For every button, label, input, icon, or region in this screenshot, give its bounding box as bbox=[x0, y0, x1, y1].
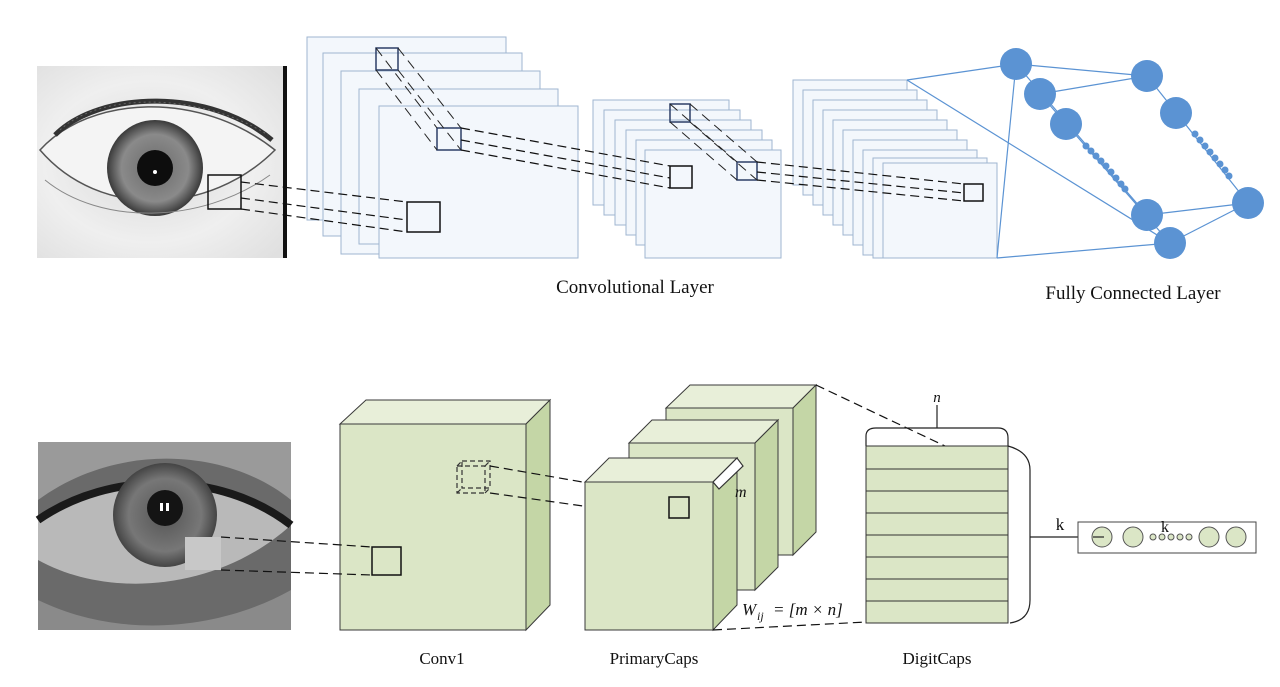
feature-box-3 bbox=[963, 183, 984, 202]
primarycaps-cube-front bbox=[583, 456, 739, 632]
kernel-box-3 bbox=[669, 103, 691, 123]
svg-text:= [m × n]: = [m × n] bbox=[773, 600, 843, 619]
digitcaps-caption: DigitCaps bbox=[903, 649, 972, 668]
eye-patch-bottom bbox=[185, 537, 221, 570]
fc-layer-caption: Fully Connected Layer bbox=[1045, 283, 1221, 304]
conv1-cube bbox=[338, 398, 552, 632]
eye-image-top bbox=[37, 66, 287, 258]
fc-node bbox=[1160, 97, 1192, 129]
m-label: m bbox=[735, 484, 747, 501]
k-label-left: k bbox=[1056, 515, 1065, 534]
kernel-projection-1 bbox=[375, 47, 462, 151]
fc-node bbox=[1050, 108, 1082, 140]
fc-node bbox=[1000, 48, 1032, 80]
primarycaps-caption: PrimaryCaps bbox=[610, 649, 699, 668]
conv-layer-caption: Convolutional Layer bbox=[556, 277, 714, 298]
fc-nodes bbox=[1000, 48, 1264, 259]
conv-stack-1 bbox=[306, 36, 579, 259]
svg-text:ij: ij bbox=[757, 609, 764, 623]
svg-text:W: W bbox=[742, 600, 758, 619]
kernel-projection-2 bbox=[669, 103, 758, 181]
fc-ellipsis-dots-1 bbox=[1082, 142, 1129, 193]
digitcaps-block bbox=[865, 405, 1031, 624]
output-vector bbox=[1077, 521, 1257, 554]
conv-stack-3 bbox=[792, 79, 998, 259]
primarycaps-to-digitcaps-lines bbox=[712, 384, 946, 631]
fc-node bbox=[1131, 199, 1163, 231]
conv1-feature-box bbox=[371, 546, 402, 576]
primarycaps-feature-box bbox=[668, 496, 690, 519]
capsule-vector-marker bbox=[712, 457, 744, 490]
fc-node bbox=[1131, 60, 1163, 92]
kernel-box-4 bbox=[736, 161, 758, 181]
conv2-to-conv3-lines bbox=[756, 161, 965, 202]
fc-ellipsis-dots-2 bbox=[1191, 130, 1233, 180]
fc-node bbox=[1154, 227, 1186, 259]
conv1-kernel-box bbox=[456, 460, 491, 494]
conv1-to-primarycaps-lines bbox=[489, 465, 670, 519]
feature-box-2 bbox=[669, 165, 693, 189]
eye-patch-box-top bbox=[207, 174, 242, 210]
feature-box-1 bbox=[406, 201, 441, 233]
eye-to-conv1-lines bbox=[220, 536, 373, 576]
k-label-right: k bbox=[1161, 519, 1169, 536]
conv1-caption: Conv1 bbox=[419, 649, 464, 668]
conv1-to-conv2-lines bbox=[460, 127, 671, 189]
eye-image-bottom bbox=[35, 442, 294, 630]
fc-node bbox=[1024, 78, 1056, 110]
kernel-box-2 bbox=[436, 127, 462, 151]
fc-node bbox=[1232, 187, 1264, 219]
n-label: n bbox=[933, 390, 941, 406]
weight-label: W ij = [m × n] bbox=[742, 600, 843, 623]
kernel-box-1 bbox=[375, 47, 399, 71]
